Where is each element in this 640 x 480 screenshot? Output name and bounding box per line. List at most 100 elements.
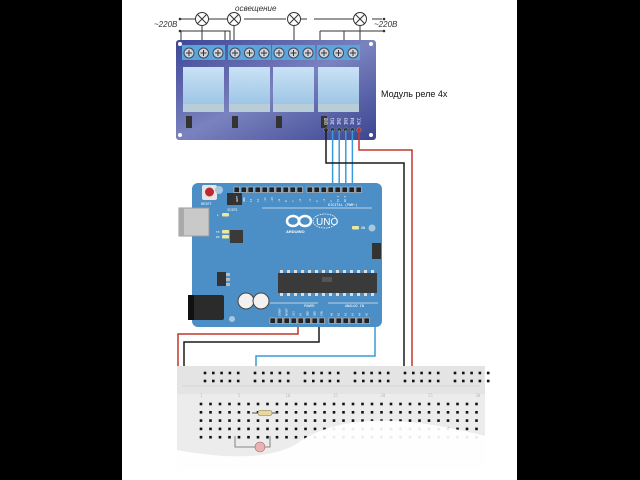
- chip-pin: [350, 270, 353, 273]
- header-pin: [304, 317, 311, 324]
- chip-pin: [301, 293, 304, 296]
- breadboard-hole: [420, 379, 423, 383]
- breadboard-hole: [475, 411, 478, 414]
- breadboard-hole: [203, 371, 207, 375]
- led-l-label: L: [217, 213, 219, 217]
- header-pin: [296, 186, 303, 193]
- header-pin: [342, 317, 349, 324]
- digital-pin-label: 12: [256, 198, 260, 202]
- breadboard-hole: [323, 402, 326, 406]
- header-pin: [349, 317, 356, 324]
- digital-pin-label: AREF: [235, 195, 239, 202]
- breadboard-hole: [351, 402, 355, 406]
- digital-pin-label: 7: [291, 200, 295, 202]
- breadboard-hole: [218, 435, 222, 439]
- digital-pin-label: 13: [249, 198, 253, 202]
- lamp-icon: [287, 12, 301, 26]
- analog-label: ANALOG IN: [345, 304, 364, 308]
- power-pin-label: RESET: [285, 308, 289, 316]
- breadboard-hole: [212, 379, 215, 383]
- breadboard-hole: [286, 379, 290, 383]
- breadboard-hole: [475, 402, 478, 406]
- digital-pin-label: ~5: [308, 198, 312, 202]
- header-pin: [313, 186, 320, 193]
- led-l: [222, 213, 229, 217]
- relay-pin-label: IN2: [337, 117, 342, 125]
- terminal-dot: [382, 17, 386, 21]
- breadboard-hole: [378, 371, 382, 375]
- power-pin-label: GND: [313, 311, 317, 316]
- column-number: 5: [238, 393, 241, 398]
- breadboard-hole: [353, 371, 357, 375]
- screw-icon: [318, 47, 330, 59]
- breadboard-hole: [218, 427, 222, 431]
- chip-pin: [350, 293, 353, 296]
- breadboard-hole: [378, 379, 382, 383]
- chip-pin: [343, 293, 346, 296]
- usb-chip: [230, 230, 243, 243]
- resistor: [252, 410, 278, 416]
- breadboard-hole: [237, 435, 241, 439]
- diode: [276, 116, 282, 128]
- breadboard-hole: [228, 371, 232, 375]
- relay-channels: [182, 45, 360, 128]
- breadboard-hole: [386, 379, 390, 383]
- relay-pin-label: IN1: [330, 117, 335, 125]
- breadboard-hole: [336, 371, 340, 375]
- breadboard-hole: [428, 371, 432, 375]
- chip-pin: [371, 293, 374, 296]
- power-pin-label: 3V3: [292, 311, 296, 316]
- screw-icon: [183, 47, 195, 59]
- header-pin: [327, 186, 334, 193]
- breadboard-hole: [418, 419, 421, 422]
- breadboard-hole: [285, 411, 288, 414]
- breadboard-hole: [247, 402, 250, 406]
- breadboard-hole: [286, 371, 290, 375]
- header-pin: [328, 317, 335, 324]
- analog-pin-label: A0: [330, 312, 334, 316]
- header-pin: [363, 317, 370, 324]
- analog-pin-label: A5: [365, 312, 369, 316]
- arduino-logo-text: ARDUINO: [286, 229, 305, 234]
- breadboard-hole: [446, 411, 450, 414]
- column-number: 15: [333, 393, 338, 398]
- breadboard-hole: [220, 379, 223, 383]
- breadboard-hole: [351, 419, 355, 422]
- breadboard-hole: [475, 419, 478, 422]
- relay-body: [273, 67, 314, 104]
- breadboard-hole: [199, 435, 203, 439]
- breadboard-hole: [304, 402, 307, 406]
- breadboard-hole: [403, 379, 407, 383]
- capacitor-1: [237, 292, 255, 310]
- led-tx-label: TX: [216, 230, 220, 234]
- breadboard-hole: [437, 402, 440, 406]
- on-label: ON: [361, 226, 365, 230]
- breadboard-hole: [278, 371, 282, 375]
- photoresistor: [234, 436, 271, 453]
- breadboard-hole: [412, 379, 415, 383]
- chip-pins: [280, 270, 374, 296]
- chip-pin: [308, 270, 311, 273]
- lamp-icon: [195, 12, 209, 26]
- chip-pin: [364, 293, 367, 296]
- breadboard-hole: [399, 419, 402, 422]
- breadboard-hole: [228, 402, 231, 406]
- breadboard-hole: [462, 371, 465, 375]
- uno-label: UNO: [316, 217, 338, 228]
- breadboard-hole: [361, 419, 364, 422]
- breadboard-hole: [370, 402, 374, 406]
- breadboard-hole: [456, 402, 459, 406]
- breadboard-hole: [253, 379, 257, 383]
- breadboard-hole: [418, 411, 421, 414]
- lamp-icon: [227, 12, 241, 26]
- power-pin-label: GND: [306, 311, 310, 316]
- breadboard-hole: [332, 402, 336, 406]
- chip-pin: [315, 293, 318, 296]
- breadboard-hole: [370, 379, 373, 383]
- breadboard-hole: [275, 402, 279, 406]
- breadboard-hole: [220, 371, 223, 375]
